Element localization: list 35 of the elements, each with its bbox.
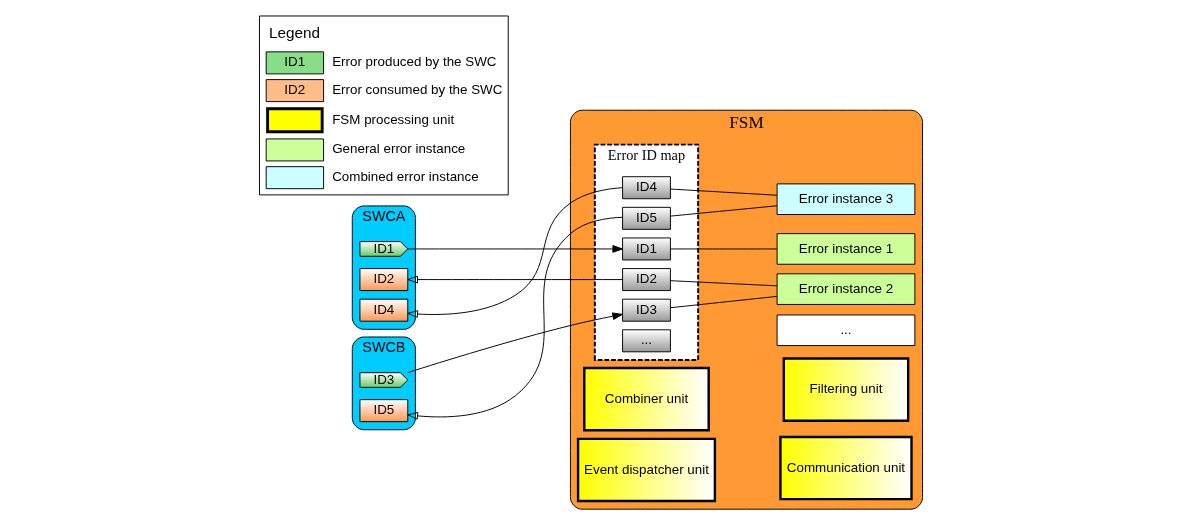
node-box: ID4 [358, 298, 408, 322]
connector [669, 295, 777, 309]
arrow [407, 216, 623, 420]
legend-label: Error produced by the SWC [331, 54, 496, 70]
connector [669, 205, 777, 217]
node-box: Error instance 3 [776, 183, 915, 215]
node-box: ID4 [621, 176, 671, 200]
legend-label: Combined error instance [331, 169, 479, 185]
node-box: Error instance 2 [776, 273, 915, 305]
node-box: Communication unit [778, 435, 913, 501]
arrow [406, 312, 623, 374]
node-box: Event dispatcher unit [576, 437, 716, 503]
legend-label: Error consumed by the SWC [331, 82, 502, 98]
node-box: Error instance 1 [776, 233, 915, 265]
node-box: Combiner unit [582, 366, 710, 432]
node-box: ID1 [621, 237, 671, 261]
arrow [406, 187, 623, 318]
label: Legend [268, 24, 320, 42]
arrow [406, 245, 623, 253]
node-box: ID2 [358, 268, 408, 292]
node-box: ID5 [621, 206, 671, 230]
node-box: ID3 [621, 298, 671, 322]
connector [669, 280, 777, 287]
label: ID2 [283, 82, 305, 98]
legend-label: FSM processing unit [331, 111, 454, 127]
node-box: ... [621, 329, 671, 353]
node-box: ID2 [621, 268, 671, 292]
arrow [406, 275, 623, 284]
node-box: ID5 [358, 399, 408, 423]
node-box: Filtering unit [782, 357, 909, 422]
connector [669, 188, 777, 196]
label: ID1 [283, 54, 305, 70]
connector [669, 248, 777, 250]
node-box: ... [776, 314, 915, 347]
legend-label: General error instance [331, 141, 465, 157]
